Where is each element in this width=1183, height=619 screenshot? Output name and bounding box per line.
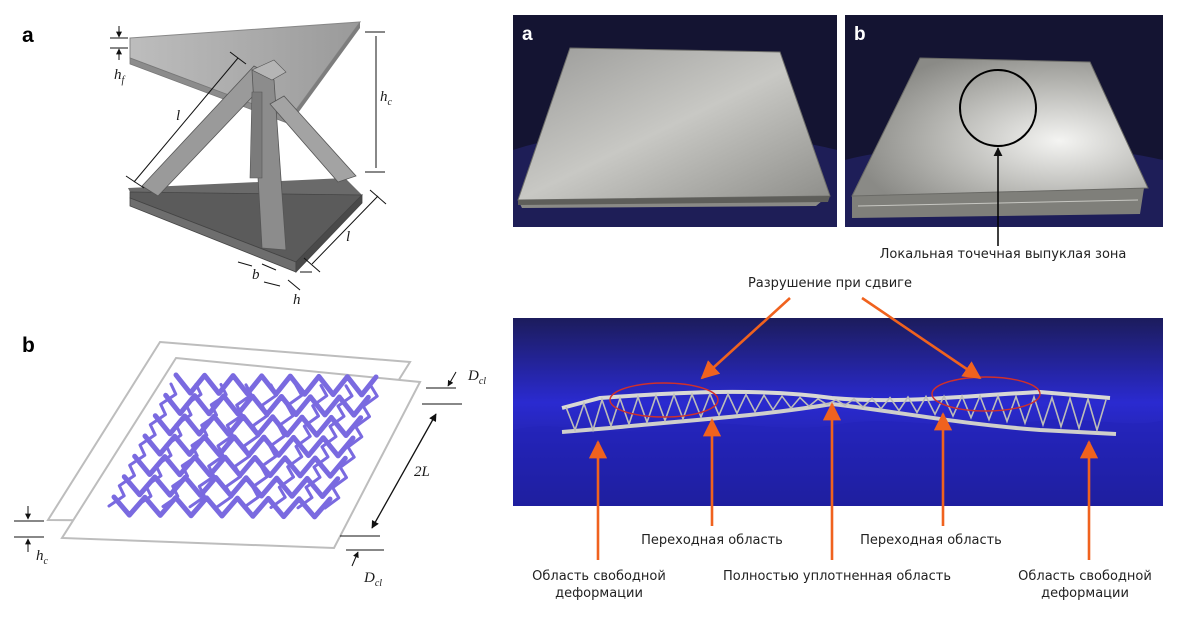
lattice-column xyxy=(134,382,203,508)
photo-letter-b: b xyxy=(854,24,866,45)
pyramidal-unit-cell-diagram: a hf hc l xyxy=(22,21,393,308)
dimension-l-base xyxy=(303,189,387,273)
dimension-hf xyxy=(110,26,128,60)
label-fully-compacted: Полностью уплотненная область xyxy=(723,569,951,584)
label-2l: 2L xyxy=(414,464,430,480)
label-free-deformation-left-1: Область свободной xyxy=(532,569,666,584)
sheet-b-upper xyxy=(851,57,1149,197)
sandwich-lattice-core xyxy=(565,391,1107,433)
lattice-column xyxy=(242,383,304,509)
shear-failure-ellipse-right xyxy=(931,376,1041,412)
dimension-dcl-bottom xyxy=(340,535,384,567)
lattice-column xyxy=(323,384,379,510)
label-dcl-bottom: Dcl xyxy=(363,570,382,589)
lattice-column xyxy=(215,383,278,509)
sheet-a-upper xyxy=(517,47,831,201)
dimension-2l xyxy=(371,413,437,529)
label-hc-top: hc xyxy=(380,89,393,108)
label-local-bulge-zone: Локальная точечная выпуклая зона xyxy=(880,247,1127,262)
core-truss-zigzag xyxy=(565,391,1107,433)
panel-letter-b: b xyxy=(22,334,35,357)
sandwich-top-sheet xyxy=(561,389,1111,410)
label-transition-left: Переходная область xyxy=(641,533,783,548)
label-free-deformation-right-1: Область свободной xyxy=(1018,569,1152,584)
label-free-deformation-right-2: деформации xyxy=(1041,586,1129,601)
region-arrows xyxy=(588,402,1099,560)
dimension-hc-bottom xyxy=(14,506,44,552)
label-h: h xyxy=(293,292,301,308)
label-l-base: l xyxy=(346,229,350,245)
label-hc-bottom: hc xyxy=(36,548,49,567)
dimension-hc xyxy=(365,31,385,173)
lattice-column xyxy=(296,384,354,510)
lattice-row xyxy=(111,494,333,520)
label-free-deformation-left-2: деформации xyxy=(555,586,643,601)
lattice-sandwich-diagram: b Dcl 2L Dcl hc xyxy=(14,334,486,589)
label-b: b xyxy=(252,267,260,283)
photo-a: a xyxy=(513,15,837,227)
shear-failure-ellipse-left xyxy=(609,382,719,418)
label-dcl-top: Dcl xyxy=(467,368,486,387)
lattice-column xyxy=(188,383,253,509)
dimension-l-strut xyxy=(125,51,247,189)
purple-lattice-core xyxy=(107,372,379,520)
panel-letter-a: a xyxy=(22,24,34,47)
photo-letter-a: a xyxy=(522,24,533,45)
label-hf: hf xyxy=(114,67,126,86)
lattice-column xyxy=(107,382,178,508)
label-shear-failure: Разрушение при сдвиге xyxy=(748,276,912,291)
dimension-b-h xyxy=(237,261,312,291)
bent-sandwich-photo xyxy=(513,318,1163,506)
lattice-column xyxy=(161,383,228,508)
local-bulge-circle xyxy=(959,69,1037,147)
photo-b: b xyxy=(845,15,1163,246)
strut-back xyxy=(249,91,263,179)
lattice-column xyxy=(269,384,329,509)
strut-right xyxy=(269,95,357,183)
bottom-face-sheet xyxy=(128,178,362,195)
label-transition-right: Переходная область xyxy=(860,533,1002,548)
dimension-dcl-top xyxy=(422,371,462,405)
label-l-strut: l xyxy=(176,108,180,124)
shear-failure-arrows xyxy=(700,296,982,380)
